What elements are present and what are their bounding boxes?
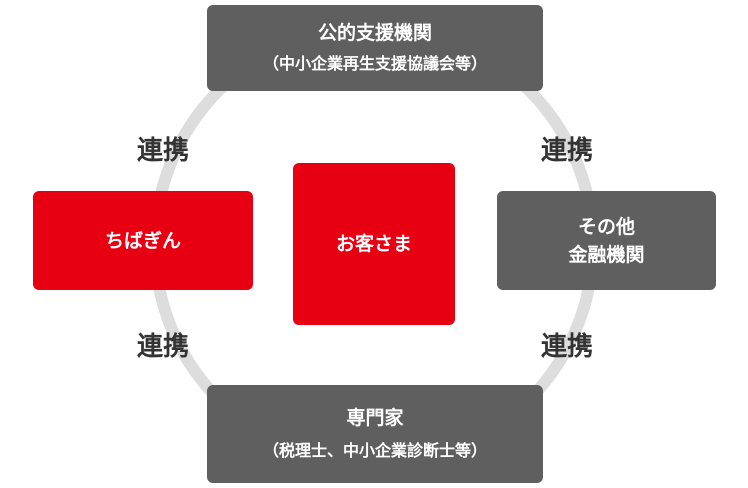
link-label-top-right: 連携 — [541, 136, 594, 166]
public-support-subtitle: （中小企業再生支援協議会等） — [262, 54, 487, 73]
customer-box: お客さま — [293, 163, 455, 325]
experts-box: 専門家 （税理士、中小企業診断士等） — [207, 385, 543, 483]
link-label-bottom-right: 連携 — [541, 332, 594, 362]
chibagin-label: ちばぎん — [104, 229, 181, 252]
other-financial-line2: 金融機関 — [568, 243, 645, 266]
link-label-top-left: 連携 — [137, 136, 190, 166]
experts-subtitle: （税理士、中小企業診断士等） — [262, 441, 487, 460]
other-financial-line1: その他 — [577, 215, 635, 238]
other-financial-box: その他 金融機関 — [497, 191, 716, 290]
public-support-title: 公的支援機関 — [317, 22, 432, 44]
link-label-bottom-left: 連携 — [137, 332, 190, 362]
customer-label: お客さま — [335, 233, 412, 255]
public-support-box: 公的支援機関 （中小企業再生支援協議会等） — [207, 5, 543, 91]
chibagin-box: ちばぎん — [33, 191, 253, 290]
experts-title: 専門家 — [346, 407, 404, 429]
